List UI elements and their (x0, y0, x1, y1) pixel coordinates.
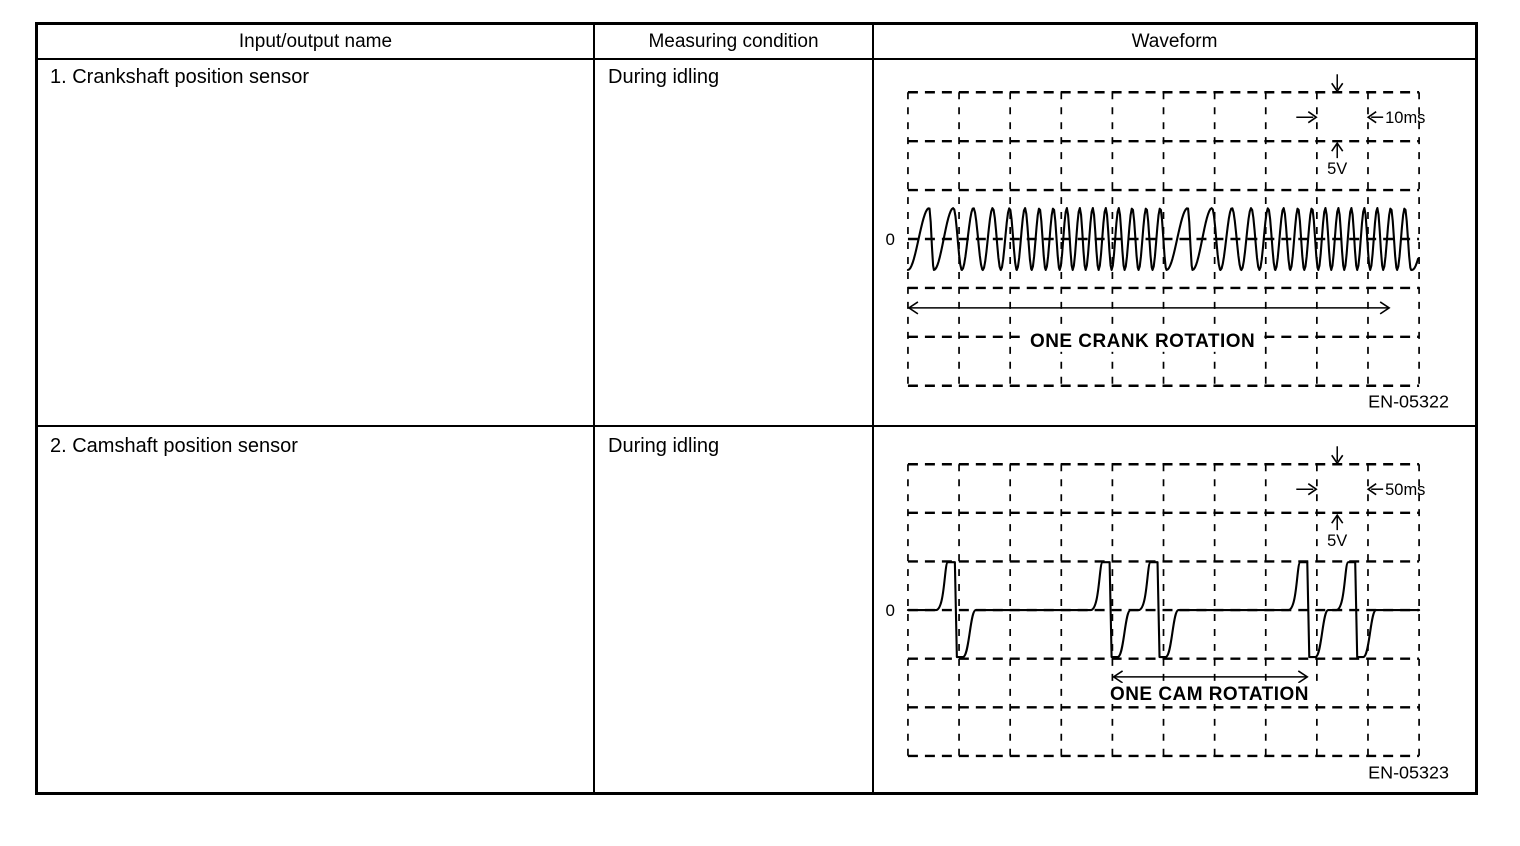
scope-grid (907, 463, 1420, 758)
one-crank-rotation-annotation: ONE CRANK ROTATION (907, 301, 1391, 352)
right-arrowhead-icon (1307, 483, 1318, 496)
left-arrowhead-icon (1366, 111, 1377, 124)
span-label: ONE CAM ROTATION (1110, 684, 1309, 705)
label-mask (1022, 327, 1263, 352)
span-right-arrowhead-icon (1379, 301, 1391, 315)
zero-label: 0 (886, 601, 895, 620)
row1-measuring-condition: During idling (608, 66, 720, 88)
down-arrowhead-icon (1331, 454, 1344, 465)
time-div-label: 50ms (1385, 481, 1425, 499)
time-div-annotation: 10ms (1296, 74, 1425, 127)
zero-label: 0 (886, 230, 895, 249)
up-arrowhead-icon (1331, 513, 1344, 524)
down-arrowhead-icon (1331, 82, 1344, 93)
span-right-arrowhead-icon (1297, 670, 1309, 684)
one-cam-rotation-annotation: ONE CAM ROTATION (1098, 670, 1321, 705)
volt-div-annotation: 5V (1327, 513, 1347, 550)
row1-input-output-name: 1. Crankshaft position sensor (50, 66, 310, 88)
col-header-input-output-name: Input/output name (238, 31, 393, 52)
figure-ref-label: EN-05323 (1368, 763, 1449, 783)
crankshaft-waveform-figure: 0 10ms 5V ONE CRANK ROTATION (886, 74, 1449, 412)
span-left-arrowhead-icon (1112, 670, 1124, 684)
camshaft-waveform-figure: 0 50ms 5V ONE CAM ROTATION (886, 446, 1449, 783)
left-arrowhead-icon (1366, 483, 1377, 496)
span-label: ONE CRANK ROTATION (1030, 331, 1255, 352)
io-signal-table: Input/output name Measuring condition Wa… (35, 22, 1478, 795)
right-arrowhead-icon (1307, 111, 1318, 124)
label-mask (1098, 682, 1321, 704)
up-arrowhead-icon (1331, 141, 1344, 152)
header-divider (38, 58, 1475, 60)
col-header-waveform: Waveform (1131, 31, 1218, 52)
row2-measuring-condition: During idling (608, 435, 720, 457)
column-divider-2 (872, 25, 874, 792)
column-divider-1 (593, 25, 595, 792)
volt-div-label: 5V (1327, 160, 1347, 178)
camshaft-signal-trace (906, 561, 1421, 659)
time-div-annotation: 50ms (1296, 446, 1425, 499)
time-div-label: 10ms (1385, 109, 1425, 127)
volt-div-annotation: 5V (1327, 141, 1347, 178)
crankshaft-signal-trace (906, 207, 1420, 272)
row2-input-output-name: 2. Camshaft position sensor (50, 435, 298, 457)
span-left-arrowhead-icon (907, 301, 919, 315)
figure-ref-label: EN-05322 (1368, 392, 1449, 412)
row-divider (38, 425, 1475, 427)
volt-div-label: 5V (1327, 532, 1347, 550)
col-header-measuring-condition: Measuring condition (648, 31, 819, 52)
